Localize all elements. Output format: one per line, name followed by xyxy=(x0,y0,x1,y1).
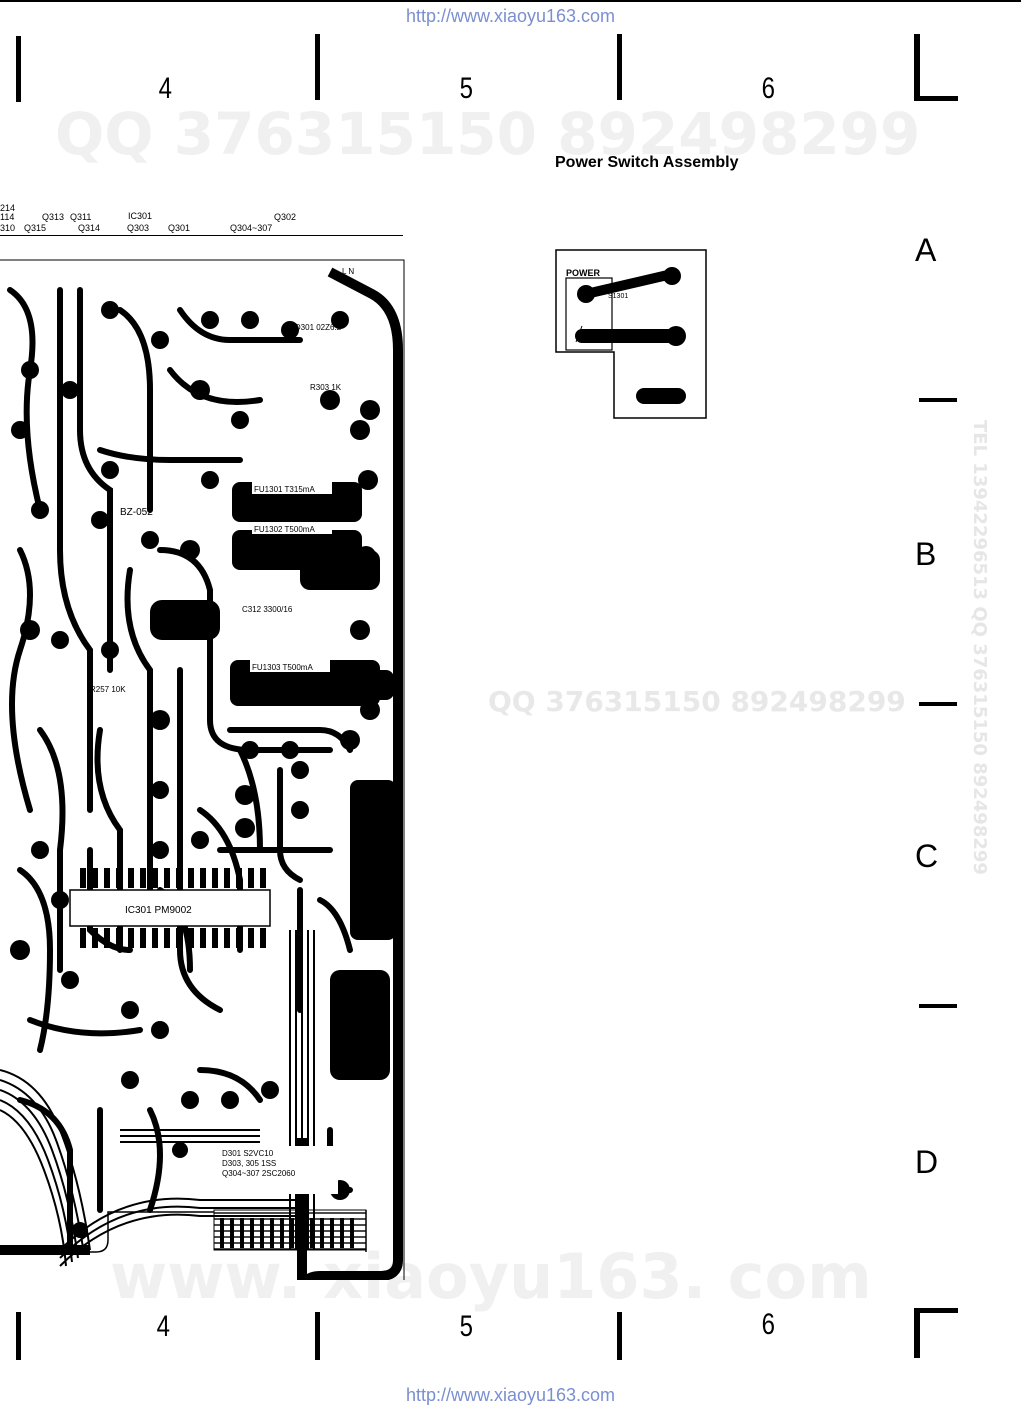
pcb-header-ref: Q311 xyxy=(70,212,92,222)
watermark-tel-side: TEL 13942296513 QQ 376315150 892498299 xyxy=(969,420,990,875)
column-label: 6 xyxy=(761,72,776,105)
row-label: C xyxy=(915,838,939,874)
grid-tick xyxy=(16,1312,21,1360)
power-label: POWER xyxy=(566,268,601,278)
grid-tick xyxy=(617,34,622,100)
pcb-header-ref: Q304~307 xyxy=(230,223,273,233)
column-label: 4 xyxy=(156,1310,171,1343)
grid-tick xyxy=(315,1312,320,1360)
source-url-top: http://www.xiaoyu163.com xyxy=(405,6,616,26)
switch-ref: S1301 xyxy=(608,293,628,300)
pcb-header-ref: 214 xyxy=(0,203,16,213)
column-label: 5 xyxy=(459,1310,474,1343)
grid-tick xyxy=(16,36,21,102)
power-switch-title: Power Switch Assembly xyxy=(555,154,739,171)
ic-label: IC301 PM9002 xyxy=(125,905,192,916)
row-tick xyxy=(919,398,957,402)
corner-mark-top xyxy=(914,34,920,100)
pcb-label-zener: ZD301 02Z6.2 xyxy=(290,323,342,332)
pcb-note: D303, 305 1SS xyxy=(222,1159,276,1168)
grid-tick xyxy=(617,1312,622,1360)
pcb-header-ref: Q313 xyxy=(42,212,65,222)
row-label: D xyxy=(915,1144,939,1180)
pcb-label-c312: C312 3300/16 xyxy=(242,605,293,614)
column-label: 6 xyxy=(761,1308,776,1341)
pcb-header-ref: Q303 xyxy=(127,223,150,233)
pcb-label-r257: R257 10K xyxy=(90,685,126,694)
pcb-note: D301 S2VC10 xyxy=(222,1149,274,1158)
pcb-header-ref: Q315 xyxy=(24,223,47,233)
column-label: 4 xyxy=(158,72,173,105)
pcb-header-ref: 114 xyxy=(0,212,15,222)
pcb-header-ref: Q301 xyxy=(168,223,191,233)
pcb-label-bz: BZ-052 xyxy=(120,507,153,518)
source-url-bottom: http://www.xiaoyu163.com xyxy=(405,1385,616,1405)
corner-mark-top xyxy=(914,96,958,101)
pcb-note: Q304~307 2SC2060 xyxy=(222,1169,296,1178)
pcb-header-ref: 310 xyxy=(0,223,16,233)
pcb-header-ref: IC301 xyxy=(128,211,153,221)
pcb-header-ref: Q302 xyxy=(274,212,297,222)
pcb-header-ref: Q314 xyxy=(78,223,101,233)
top-border xyxy=(0,0,1021,2)
pcb-foil-pattern: FU1301 T315mA FU1302 T500mA FU1303 T500m… xyxy=(0,259,405,1280)
fuse-label: FU1303 T500mA xyxy=(252,663,313,672)
watermark-qq-mid: QQ 376315150 892498299 xyxy=(488,685,906,718)
row-tick xyxy=(919,702,957,706)
watermark-qq: QQ 376315150 892498299 xyxy=(55,100,921,168)
corner-mark-bottom xyxy=(914,1308,958,1313)
power-switch-assembly: POWER S1301 xyxy=(555,249,707,419)
watermark-site: www. xiaoyu163. com xyxy=(110,1240,872,1313)
grid-tick xyxy=(315,34,320,100)
fuse-label: FU1301 T315mA xyxy=(254,485,315,494)
column-label: 5 xyxy=(459,72,474,105)
pcb-header-rule xyxy=(0,235,403,236)
pcb-label-r303: R303 1K xyxy=(310,383,342,392)
row-label: A xyxy=(915,232,937,268)
corner-mark-bottom xyxy=(914,1308,920,1358)
row-label: B xyxy=(915,536,937,572)
row-tick xyxy=(919,1004,957,1008)
fuse-label: FU1302 T500mA xyxy=(254,525,315,534)
pcb-label-ln: L N xyxy=(342,267,354,276)
